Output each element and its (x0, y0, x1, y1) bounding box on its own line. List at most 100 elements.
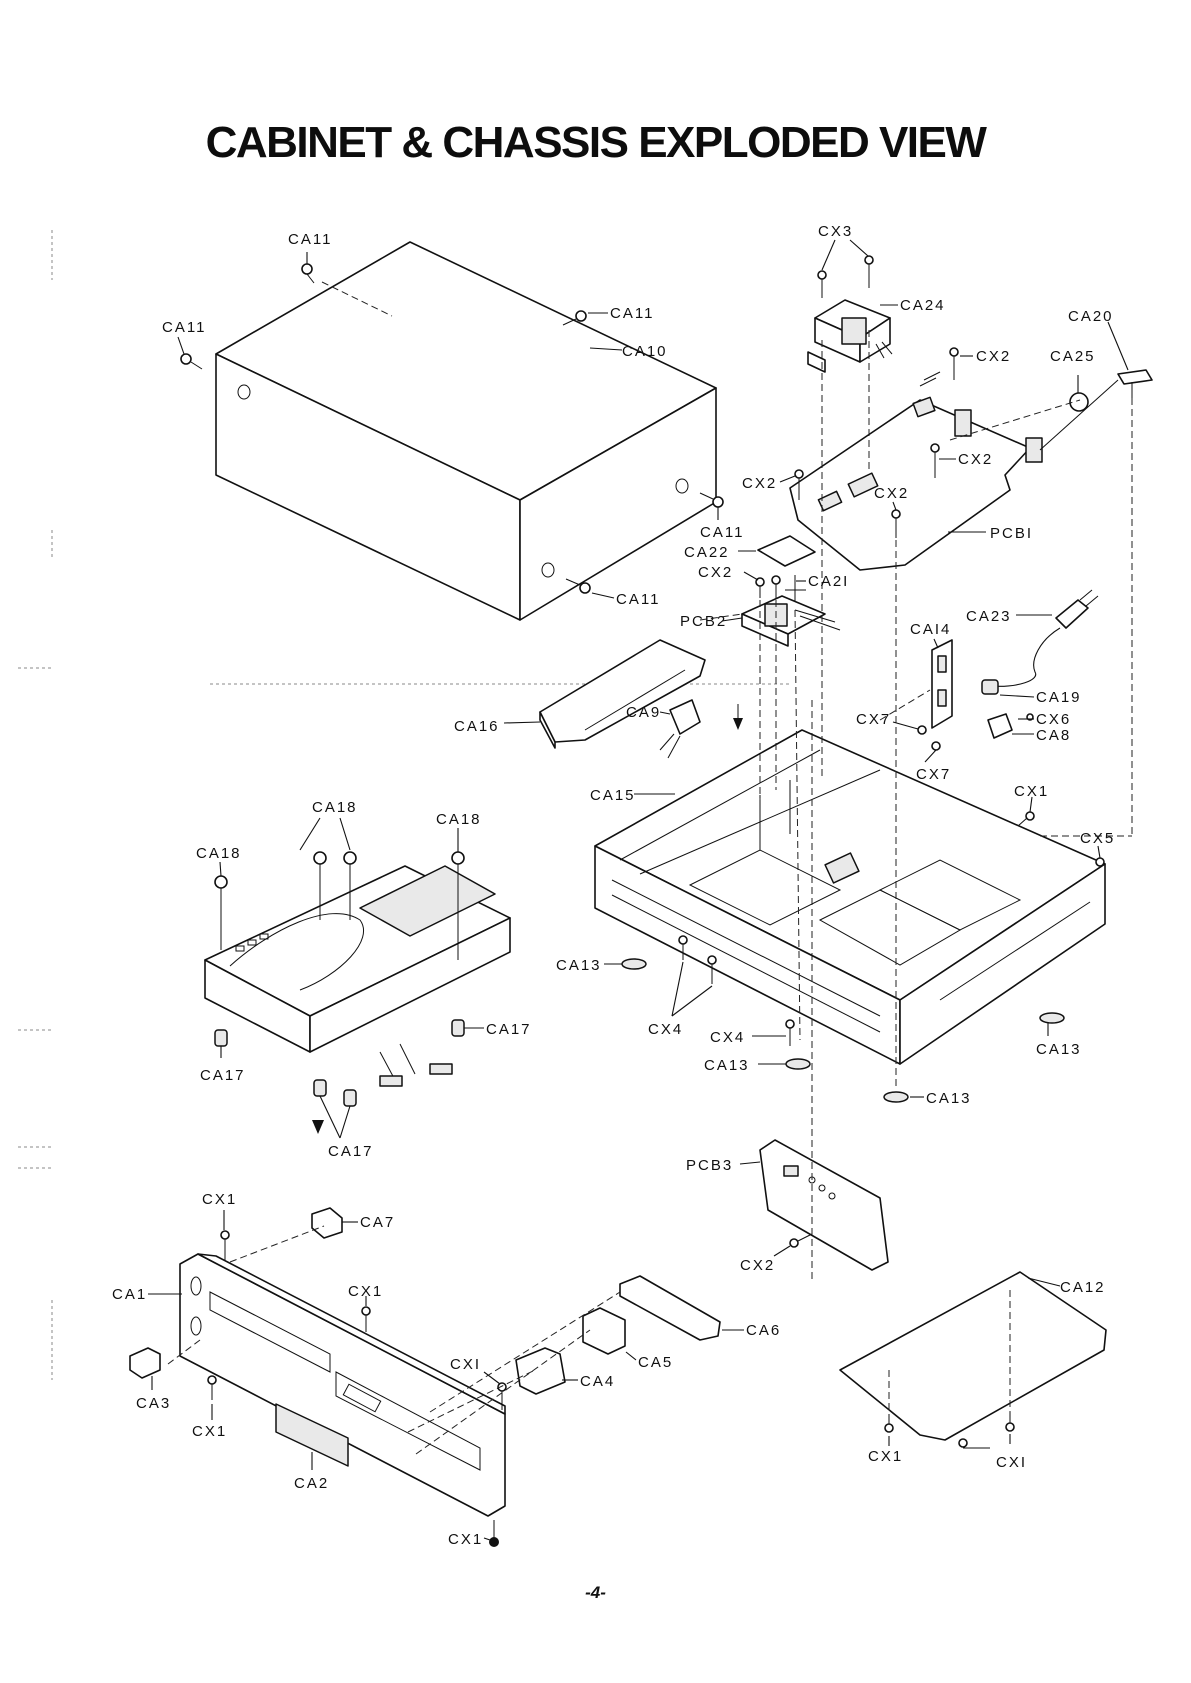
label-ca15: CA15 (590, 787, 636, 804)
scan-margin-marks (18, 230, 790, 1380)
label-ca18: CA18 (196, 845, 242, 862)
bottom-plate-ca12 (839, 1271, 1107, 1441)
label-ca2: CA2 (294, 1475, 329, 1492)
label-ca13: CA13 (926, 1090, 972, 1107)
label-ca17: CA17 (200, 1067, 246, 1084)
window-ca2 (275, 1403, 349, 1467)
label-ca8: CA8 (1036, 727, 1071, 744)
bushing-ca19 (981, 679, 999, 695)
page-title: CABINET & CHASSIS EXPLODED VIEW (205, 118, 987, 167)
label-cx3: CX3 (818, 223, 853, 240)
screw-cx1-bottom (884, 1412, 1015, 1448)
label-ca11: CA11 (700, 524, 744, 541)
front-panel-ca1 (179, 1253, 506, 1517)
screw-cx1-front (207, 1230, 507, 1547)
label-cx2: CX2 (742, 475, 777, 492)
top-cover-ca10 (215, 241, 717, 621)
label-ca22: CA22 (684, 544, 730, 561)
label-ca24: CA24 (900, 297, 946, 314)
transformer-ca24 (807, 299, 893, 373)
sheet-ca22 (757, 535, 816, 567)
leader-lines (148, 239, 1129, 1541)
label-ca11: CA11 (610, 305, 654, 322)
assembly-lines (167, 330, 1133, 1455)
label-ca5: CA5 (638, 1354, 673, 1371)
screw-cx4 (678, 935, 795, 1046)
screw-cx2-pcb3 (789, 1233, 813, 1248)
pcb-pcb2 (741, 595, 841, 647)
label-ca10: CA10 (622, 343, 668, 360)
label-cx1: CX1 (348, 1283, 383, 1300)
label-pcb1: PCBI (990, 525, 1033, 542)
button-ca7 (311, 1207, 343, 1239)
screw-cx2 (755, 347, 959, 598)
label-ca20: CA20 (1068, 308, 1114, 325)
label-ca13: CA13 (704, 1057, 750, 1074)
label-cx2: CX2 (976, 348, 1011, 365)
label-ca12: CA12 (1060, 1279, 1106, 1296)
label-cx2: CX2 (698, 564, 733, 581)
label-ca18: CA18 (312, 799, 358, 816)
label-ca17: CA17 (328, 1143, 374, 1160)
label-ca3: CA3 (136, 1395, 171, 1412)
label-cx2: CX2 (874, 485, 909, 502)
screw-cx3 (817, 255, 874, 298)
label-pcb2: PCB2 (680, 613, 727, 630)
lens-ca25 (1069, 392, 1089, 412)
label-ca23: CA23 (966, 608, 1012, 625)
part-labels: CA11 CA11 CA11 CA10 CA11 CA11 CX3 CA24 C… (112, 223, 1115, 1548)
label-cx1: CX1 (868, 1448, 903, 1465)
label-cx4: CX4 (648, 1021, 683, 1038)
label-cx2: CX2 (740, 1257, 775, 1274)
button-ca4 (515, 1347, 566, 1395)
grommet-ca17 (214, 1019, 465, 1134)
bracket-ca16 (539, 639, 706, 749)
label-ca18: CA18 (436, 811, 482, 828)
label-ca11: CA11 (162, 319, 206, 336)
label-ca25: CA25 (1050, 348, 1096, 365)
label-ca13: CA13 (556, 957, 602, 974)
cd-mechanism (204, 865, 511, 1087)
label-pcb3: PCB3 (686, 1157, 733, 1174)
pcb-pcb1 (789, 371, 1043, 571)
label-cx1: CXI (996, 1454, 1027, 1471)
screw-ca18 (214, 851, 465, 960)
label-cx5: CX5 (1080, 830, 1115, 847)
label-ca13: CA13 (1036, 1041, 1082, 1058)
label-ca1: CA1 (112, 1286, 147, 1303)
pcb-pcb3 (759, 1139, 889, 1271)
connector-ca9 (659, 699, 743, 759)
label-ca7: CA7 (360, 1214, 395, 1231)
knob-ca3 (129, 1347, 161, 1379)
label-ca16: CA16 (454, 718, 500, 735)
screw-ca11 (180, 263, 724, 594)
label-ca21: CA2I (808, 573, 849, 590)
label-cx1: CXI (450, 1356, 481, 1373)
chassis-ca15 (594, 729, 1106, 1065)
screw-cx1-cx5-cx7 (917, 725, 1105, 867)
power-cord-ca23 (989, 589, 1099, 687)
bracket-ca14 (931, 639, 953, 729)
label-cx4: CX4 (710, 1029, 745, 1046)
label-cx1: CX1 (202, 1191, 237, 1208)
label-ca19: CA19 (1036, 689, 1082, 706)
bracket-ca20 (1039, 369, 1153, 451)
page-number: -4- (585, 1583, 606, 1602)
label-ca11: CA11 (616, 591, 660, 608)
label-ca4: CA4 (580, 1373, 615, 1390)
label-cx7: CX7 (916, 766, 951, 783)
label-ca17: CA17 (486, 1021, 532, 1038)
label-ca14: CAI4 (910, 621, 951, 638)
button-ca6 (619, 1275, 721, 1341)
label-ca6: CA6 (746, 1322, 781, 1339)
holder-ca8 (987, 713, 1034, 739)
label-cx1: CX1 (1014, 783, 1049, 800)
label-cx7: CX7 (856, 711, 891, 728)
label-ca11: CA11 (288, 231, 332, 248)
label-cx1: CX1 (448, 1531, 483, 1548)
button-ca5 (582, 1307, 626, 1355)
label-ca9: CA9 (626, 704, 661, 721)
label-cx6: CX6 (1036, 711, 1071, 728)
label-cx2: CX2 (958, 451, 993, 468)
